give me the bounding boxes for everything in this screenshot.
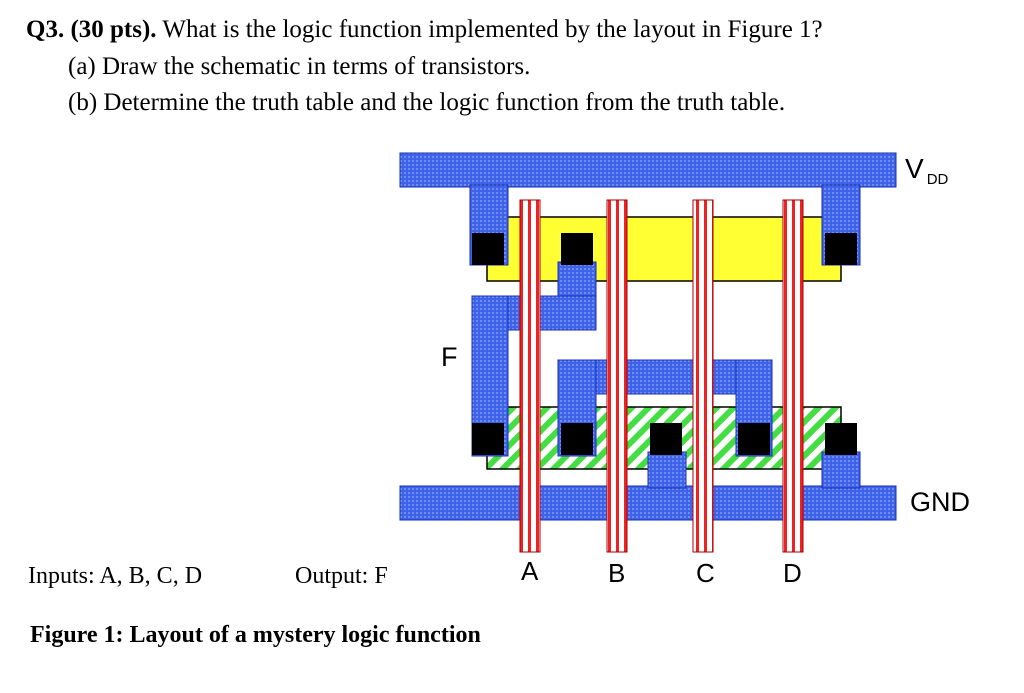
part-a-label: (a) (68, 53, 96, 80)
poly-gate-a (519, 199, 541, 553)
part-b-label: (b) (68, 89, 98, 116)
gnd-label: GND (910, 487, 970, 517)
contact (561, 233, 593, 265)
contact (825, 233, 857, 265)
gate-label-a: A (521, 556, 539, 586)
contact (561, 423, 593, 455)
poly-gate-d (782, 199, 804, 553)
question-title: Q3. (30 pts). What is the logic function… (26, 16, 823, 44)
gate-label-d: D (783, 558, 802, 588)
part-a-text: Draw the schematic in terms of transisto… (102, 53, 531, 80)
question-part-b: (b) Determine the truth table and the lo… (68, 89, 785, 117)
output-label: Output: F (295, 563, 388, 589)
gnd-metal (399, 451, 897, 521)
contact (472, 423, 504, 455)
question-part-a: (a) Draw the schematic in terms of trans… (68, 53, 530, 81)
poly-gate-b (606, 199, 628, 553)
gate-label-c: C (696, 558, 715, 588)
contact (738, 423, 770, 455)
contact (472, 233, 504, 265)
contact (825, 423, 857, 455)
vdd-metal (399, 152, 897, 266)
contacts (472, 233, 857, 455)
poly-gates (519, 199, 804, 553)
question-number: Q3. (26, 16, 65, 43)
contact (650, 423, 682, 455)
part-b-text: Determine the truth table and the logic … (103, 89, 786, 116)
inputs-label: Inputs: A, B, C, D (28, 563, 203, 589)
figure-caption: Figure 1: Layout of a mystery logic func… (30, 622, 481, 648)
gate-label-b: B (608, 558, 625, 588)
poly-gate-c (692, 199, 714, 553)
output-f-label: F (441, 342, 458, 372)
question-points: (30 pts). (70, 16, 157, 43)
question-text: What is the logic function implemented b… (162, 16, 823, 43)
